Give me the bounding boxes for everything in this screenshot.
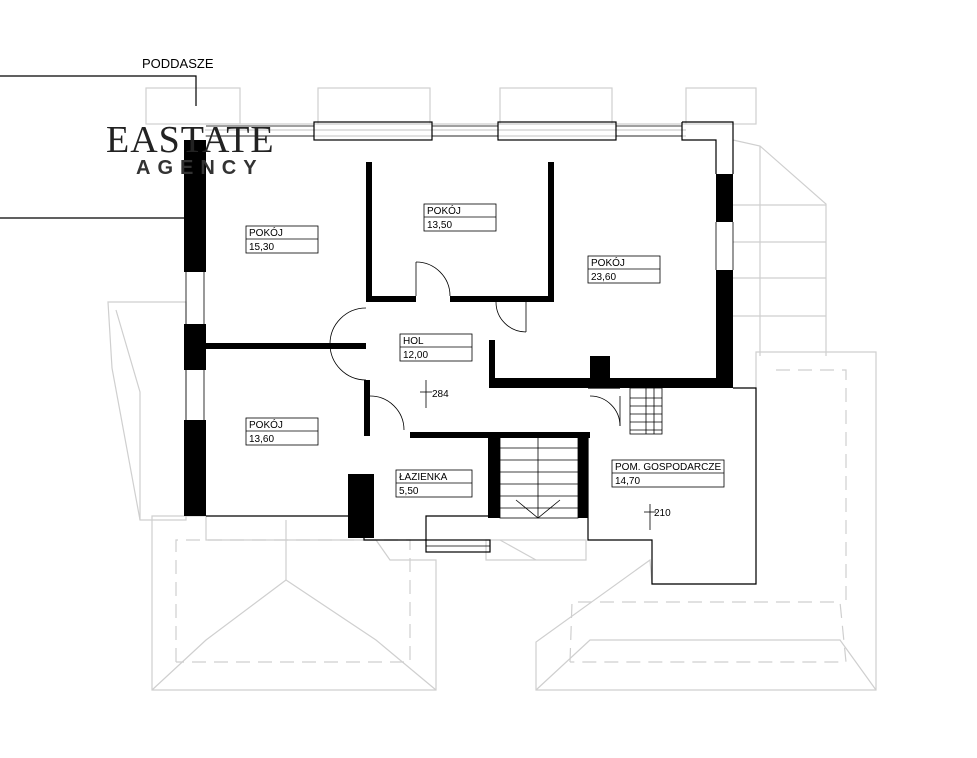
room-area: 13,50 <box>427 220 452 231</box>
height-value: 284 <box>432 389 449 400</box>
room-label-pokoj-1: POKÓJ 15,30 <box>245 225 319 254</box>
room-area: 23,60 <box>591 272 616 283</box>
agency-logo: EASTATE AGENCY <box>0 75 275 219</box>
room-area: 13,60 <box>249 434 274 445</box>
room-name: POKÓJ <box>591 256 625 269</box>
doors <box>329 261 621 431</box>
stairs <box>499 387 663 519</box>
height-mark-284: 284 <box>420 380 449 408</box>
room-area: 12,00 <box>403 350 428 361</box>
logo-main-text: EASTATE <box>106 119 275 161</box>
room-label-pokoj-3: POKÓJ 23,60 <box>587 255 661 284</box>
room-label-hol: HOL 12,00 <box>399 333 473 362</box>
room-area: 15,30 <box>249 242 274 253</box>
level-title: PODDASZE <box>142 56 214 71</box>
room-label-lazienka: ŁAZIENKA 5,50 <box>395 469 473 498</box>
room-name: POKÓJ <box>249 226 283 239</box>
top-windows <box>206 121 682 141</box>
logo-sub-text: AGENCY <box>136 157 264 179</box>
room-name: HOL <box>403 336 424 347</box>
walls <box>184 121 757 585</box>
height-mark-210: 210 <box>644 504 671 530</box>
room-area: 5,50 <box>399 486 419 497</box>
room-label-gospodarcze: POM. GOSPODARCZE 14,70 <box>611 459 725 488</box>
room-label-pokoj-4: POKÓJ 13,60 <box>245 417 319 446</box>
roof-outline <box>107 87 877 691</box>
room-label-pokoj-2: POKÓJ 13,50 <box>423 203 497 232</box>
room-name: POM. GOSPODARCZE <box>615 462 721 473</box>
room-name: ŁAZIENKA <box>399 472 448 483</box>
height-value: 210 <box>654 508 671 519</box>
room-name: POKÓJ <box>427 204 461 217</box>
room-area: 14,70 <box>615 476 640 487</box>
room-name: POKÓJ <box>249 418 283 431</box>
